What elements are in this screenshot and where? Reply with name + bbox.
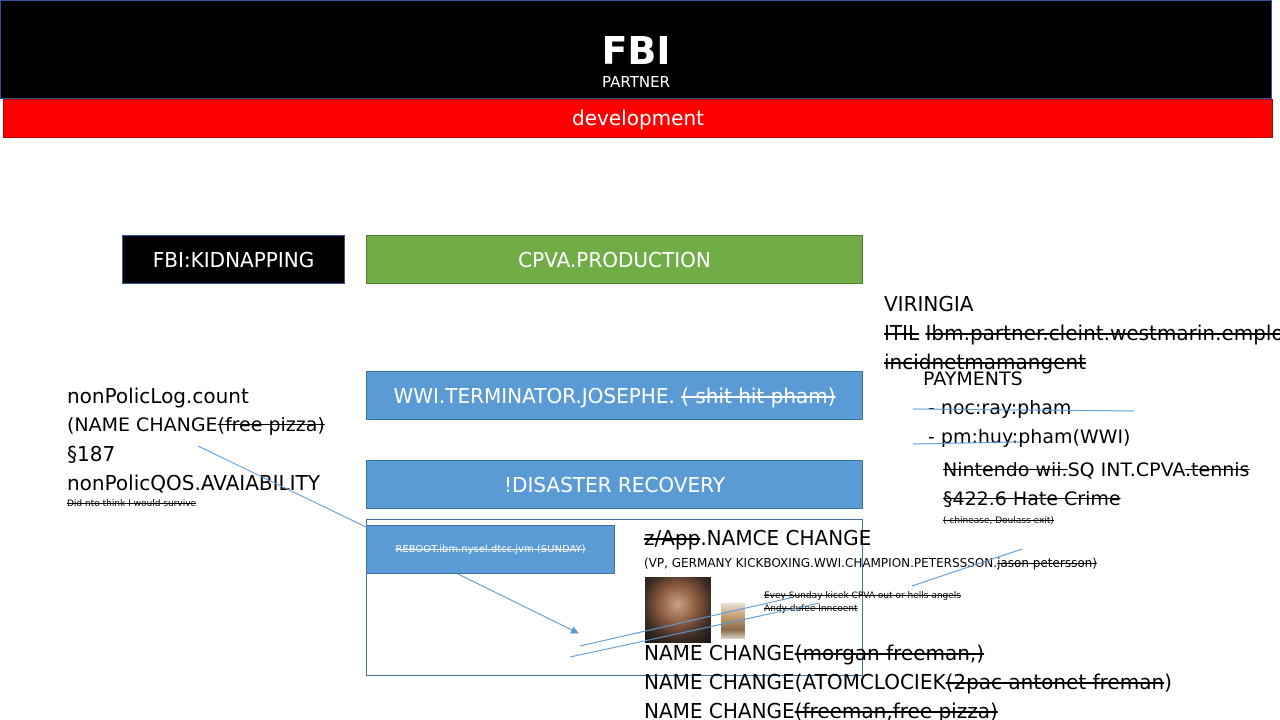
name-change-2-label: NAME CHANGE(ATOMCLOCIEK <box>644 670 946 694</box>
terminator-box: WWI.TERMINATOR.JOSEPHE. ( shit hit pham) <box>366 371 863 420</box>
page-subtitle: PARTNER <box>602 73 670 91</box>
caption-innocent: Andy dufee Inncoent <box>764 604 858 614</box>
right-note-nintendo: Nintendo wii.SQ INT.CPVA.tennis <box>943 456 1249 485</box>
right-note-sq: SQ INT.CPVA <box>1067 459 1186 481</box>
namce-change-title: z/App.NAMCE CHANGE <box>644 524 871 553</box>
right-note-incident: incidnetmamangent <box>884 350 1086 374</box>
name-change-container <box>366 519 863 676</box>
name-change-1-label: NAME CHANGE <box>644 641 795 665</box>
left-note-name-change-label: (NAME CHANGE <box>67 414 218 436</box>
name-change-3-label: NAME CHANGE <box>644 699 795 720</box>
left-note-free-pizza: (free pizza) <box>217 414 325 436</box>
connector-noc-underline <box>912 408 1135 412</box>
left-note-survive: Did nto think I would survive <box>67 499 197 509</box>
terminator-label: WWI.TERMINATOR.JOSEPHE. <box>393 383 675 408</box>
connector-caption-to-photo <box>579 597 791 647</box>
reboot-box: REBOOT.ibm.nysel.dtcc.jvm (SUNDAY) <box>366 525 615 574</box>
vp-line: (VP, GERMANY KICKBOXING.WWI.CHAMPION.PET… <box>644 555 1097 571</box>
right-note-tennis: .tennis <box>1185 459 1250 481</box>
left-note-section-187: §187 <box>67 442 116 466</box>
disaster-recovery-box: !DISASTER RECOVERY <box>366 460 863 509</box>
header-banner <box>0 0 1272 99</box>
right-note-ibm-partner: Ibm.partner.cleint.westmarin.employ <box>925 321 1280 345</box>
right-note-chinese: ( chinease, Doulass exit) <box>943 516 1054 526</box>
vp-line-struck: jason petersson) <box>997 556 1097 570</box>
vp-line-label: (VP, GERMANY KICKBOXING.WWI.CHAMPION.PET… <box>644 556 998 570</box>
left-note-qos: nonPolicQOS.AVAIABILITY <box>67 471 320 495</box>
name-change-line-3: NAME CHANGE(freeman,free pizza) <box>644 697 998 720</box>
right-note-payments: PAYMENTS <box>923 368 1023 390</box>
right-note-itil-label: ITIL <box>884 321 920 345</box>
production-box: CPVA.PRODUCTION <box>366 235 863 284</box>
page-title: FBI <box>601 29 671 73</box>
caption-hells-angels: Evey Sunday kicek CPVA out or hells ange… <box>764 591 961 601</box>
namce-change-label: .NAMCE CHANGE <box>700 526 872 550</box>
right-note-nintendo-struck: Nintendo wii. <box>943 459 1068 481</box>
right-note-virginia: VIRINGIA <box>884 292 974 316</box>
name-change-1-struck: (morgan freeman,) <box>794 641 985 665</box>
name-change-3-struck: (freeman,free pizza) <box>794 699 998 720</box>
portrait-photo-icon <box>645 577 711 643</box>
name-change-line-2: NAME CHANGE(ATOMCLOCIEK(2pac antonet fre… <box>644 668 1172 697</box>
name-change-2-struck: (2pac antonet freman <box>945 670 1165 694</box>
right-note-noc: - noc:ray:pham <box>928 397 1072 419</box>
arrow-connector-icon <box>457 573 579 634</box>
connector-vp-to-caption <box>911 548 1023 587</box>
left-note-name-change: (NAME CHANGE(free pizza) <box>67 411 325 440</box>
connector-lower-cross <box>569 602 821 658</box>
zapp-struck: z/App <box>644 526 701 550</box>
development-band: development <box>3 99 1273 138</box>
name-change-2-end: ) <box>1164 670 1172 694</box>
name-change-line-1: NAME CHANGE(morgan freeman,) <box>644 639 984 668</box>
connector-left-to-box <box>197 445 369 529</box>
right-note-itil: ITIL Ibm.partner.cleint.westmarin.employ <box>884 319 1280 348</box>
left-note-log-count: nonPolicLog.count <box>67 384 249 408</box>
terminator-struck: ( shit hit pham) <box>681 383 836 408</box>
right-note-hate-crime: §422.6 Hate Crime <box>943 488 1121 510</box>
connector-pm-underline <box>912 441 1021 445</box>
kidnapping-box: FBI:KIDNAPPING <box>122 235 345 284</box>
